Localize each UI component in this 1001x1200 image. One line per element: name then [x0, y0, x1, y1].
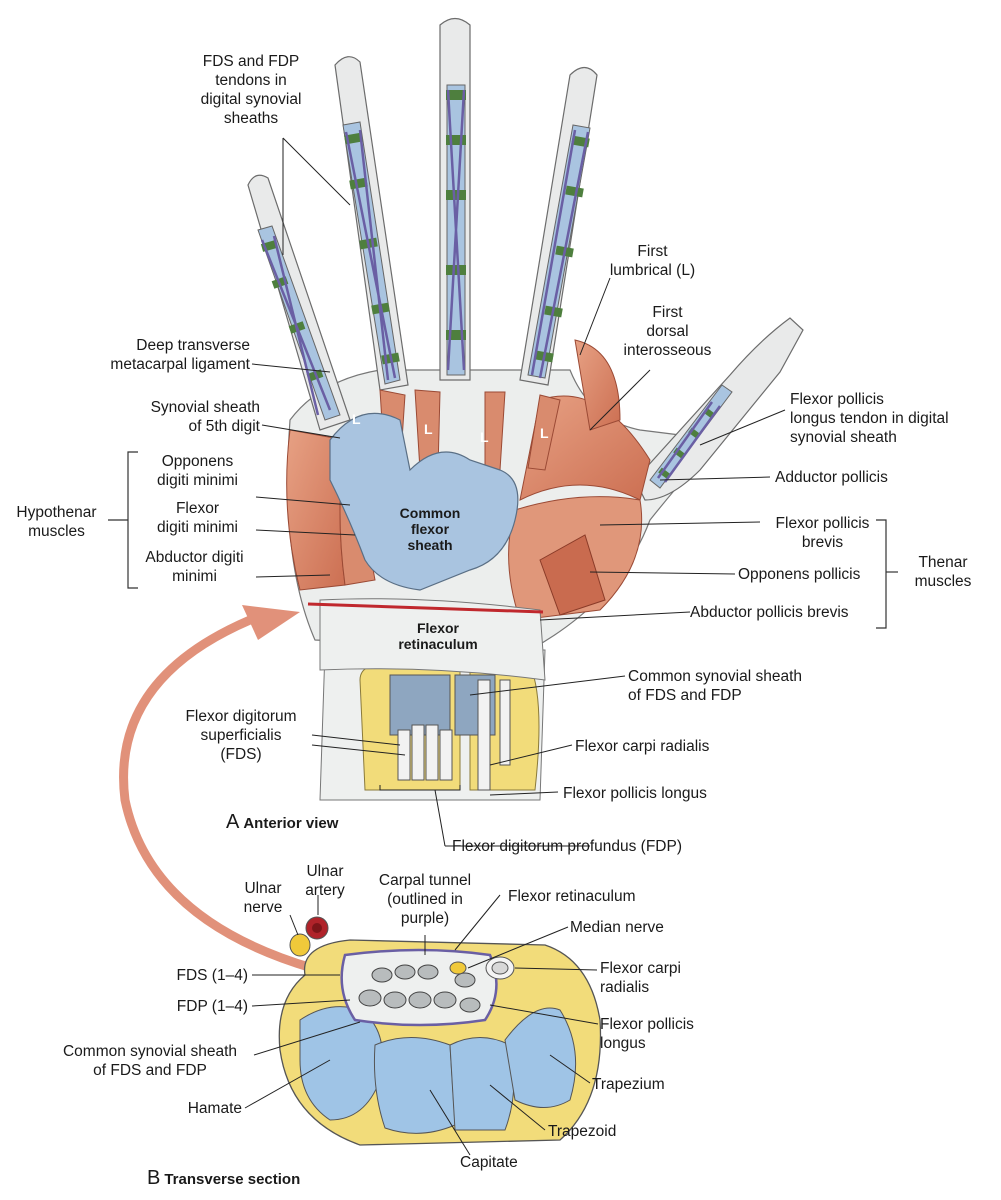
leader-lines-a: [251, 137, 786, 847]
label-fds-fdp-tendons: FDS and FDP tendons in digital synovial …: [200, 53, 302, 127]
thumb: [634, 317, 804, 501]
finger-4: [334, 56, 409, 391]
label-trapezium: Trapezium: [592, 1076, 665, 1093]
label-carpal-tunnel: Carpal tunnel (outlined in purple): [378, 872, 472, 927]
red-line: [307, 602, 544, 614]
label-adductor-pollicis: Adductor pollicis: [775, 469, 888, 486]
caption-letter-a: A: [226, 811, 240, 833]
label-first-dorsal-interosseous: First dorsal interosseous: [623, 304, 712, 359]
caption-title-b: Transverse section: [164, 1171, 301, 1188]
label-median-nerve: Median nerve: [570, 919, 664, 936]
label-ulnar-nerve: Ulnar nerve: [243, 880, 283, 916]
label-hamate: Hamate: [187, 1100, 242, 1117]
finger-5: [247, 174, 351, 431]
common-flexor-sheath: [329, 412, 519, 591]
label-deep-transverse-ligament: Deep transverse metacarpal ligament: [110, 337, 250, 373]
transverse-section: [278, 916, 602, 1146]
label-flexor-pollicis-longus-b: Flexor pollicis longus: [600, 1016, 694, 1052]
thenar-bracket: [876, 519, 898, 629]
label-trapezoid: Trapezoid: [548, 1123, 617, 1140]
label-first-lumbrical: First lumbrical (L): [609, 243, 696, 279]
lumbrical-tag: L: [540, 425, 549, 441]
label-fdp-1-4: FDP (1–4): [176, 998, 248, 1015]
label-hypothenar-muscles: Hypothenar muscles: [16, 504, 97, 540]
flexor-retinaculum: [319, 598, 546, 681]
hand-muscles: [286, 339, 651, 621]
label-flexor-pollicis-longus: Flexor pollicis longus: [563, 785, 707, 802]
finger-2: [519, 66, 598, 386]
label-flexor-pollicis-brevis: Flexor pollicis brevis: [775, 515, 870, 551]
caption-letter-b: B: [147, 1167, 161, 1189]
label-flexor-retinaculum-b: Flexor retinaculum: [508, 888, 636, 905]
label-fds-1-4: FDS (1–4): [176, 967, 249, 984]
label-capitate: Capitate: [460, 1154, 518, 1171]
leader-lines-b: [244, 894, 599, 1156]
label-synovial-sheath-5th-digit: Synovial sheath of 5th digit: [150, 399, 260, 435]
label-flexor-digiti-minimi: Flexor digiti minimi: [157, 500, 238, 536]
label-thenar-muscles: Thenar muscles: [914, 554, 972, 590]
label-ulnar-artery: Ulnar artery: [305, 863, 345, 899]
curved-arrow-head: [242, 605, 300, 640]
label-common-synovial-sheath-a: Common synovial sheath of FDS and FDP: [628, 668, 803, 704]
hypothenar-bracket: [108, 451, 138, 589]
caption-title-a: Anterior view: [243, 815, 339, 832]
finger-3: [439, 17, 471, 381]
label-fpl-tendon-sheath: Flexor pollicis longus tendon in digital…: [790, 391, 949, 446]
label-flexor-carpi-radialis: Flexor carpi radialis: [575, 738, 710, 755]
label-common-synovial-sheath-b: Common synovial sheath of FDS and FDP: [62, 1043, 238, 1079]
curved-arrow: [119, 615, 317, 973]
lumbrical-tag: L: [352, 411, 361, 427]
label-abductor-pollicis-brevis: Abductor pollicis brevis: [690, 604, 849, 621]
lumbrical-tag: L: [424, 421, 433, 437]
label-abductor-digiti-minimi: Abductor digiti minimi: [145, 549, 244, 585]
label-flexor-carpi-radialis-b: Flexor carpi radialis: [600, 960, 681, 996]
label-opponens-digiti-minimi: Opponens digiti minimi: [157, 453, 238, 489]
label-common-flexor-sheath: Common flexor sheath: [399, 505, 461, 553]
label-opponens-pollicis: Opponens pollicis: [738, 566, 861, 583]
label-fdp: Flexor digitorum profundus (FDP): [452, 838, 682, 855]
label-fds: Flexor digitorum superficialis (FDS): [185, 708, 297, 763]
label-flexor-retinaculum-a: Flexor retinaculum: [398, 620, 478, 652]
lumbrical-tag: L: [480, 429, 489, 445]
